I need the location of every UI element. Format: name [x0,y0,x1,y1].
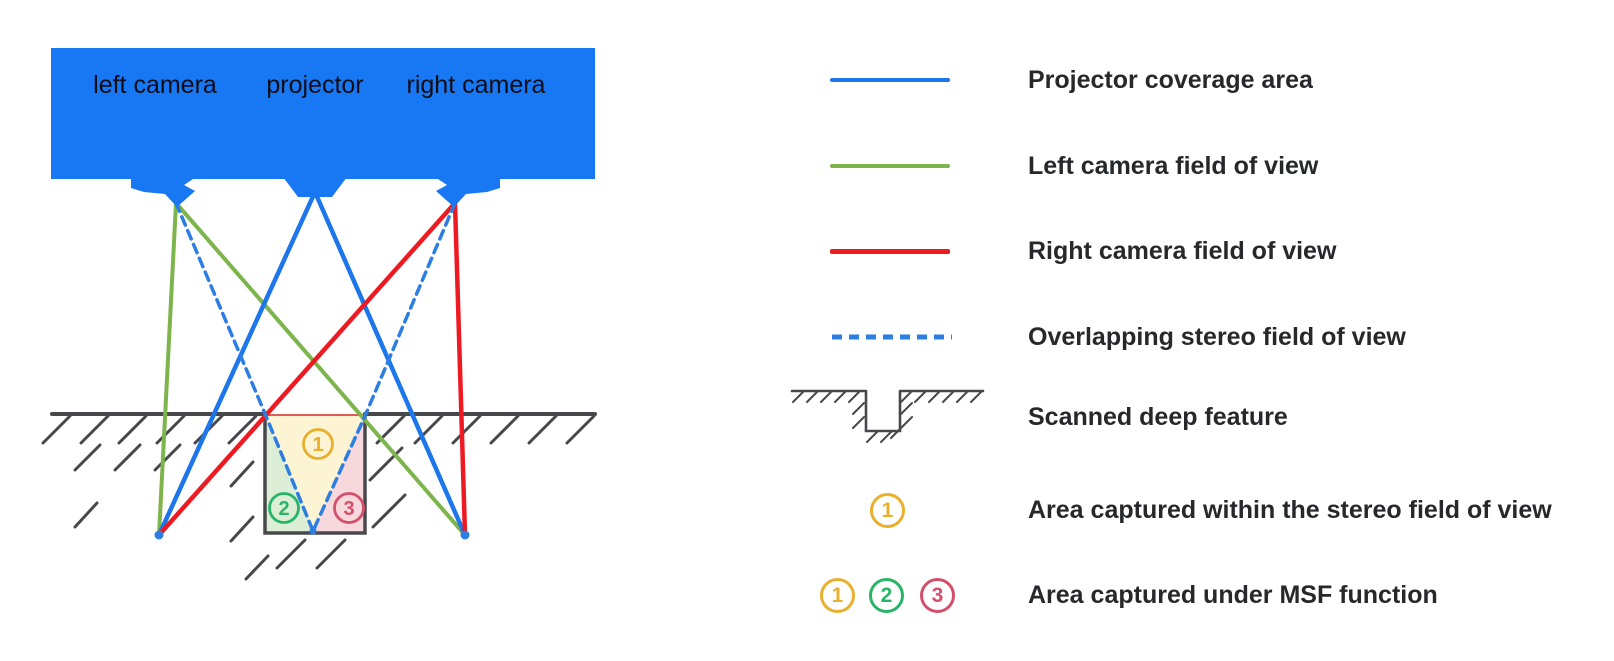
left-camera-label: left camera [93,71,217,99]
right-camera-ray-left [156,200,458,538]
legend-label: Left camera field of view [1028,152,1319,180]
legend-row-left-camera: Left camera field of view [780,144,1614,188]
msf-area2-circle-icon: 2 [869,578,904,613]
msf-area3-circle-icon: 3 [920,578,955,613]
legend-label: Area captured within the stereo field of… [1028,496,1552,524]
ground-hatching [41,414,596,581]
stereo-dashed-right [311,201,457,533]
right-camera-fov-rays [156,200,468,538]
legend: Projector coverage area Left camera fiel… [780,0,1614,661]
ray-endpoint-dots [154,527,470,540]
scanner-diagram: 1 2 3 left camera projector right camera [41,48,597,581]
projector-line-swatch-icon [830,78,950,82]
stereo-dashed-left [174,201,315,533]
area3-digit: 3 [343,498,354,520]
left-camera-fov-rays [157,201,467,537]
endpoint-dot-left [154,530,164,540]
legend-row-stereo-overlap: Overlapping stereo field of view [780,315,1614,359]
left-camera-ray-right [174,201,467,537]
right-camera-ray-right [452,200,468,538]
projector-ray-right [312,189,468,538]
left-camera-nozzle [131,177,196,207]
stereo-overlap-dashed-rays [174,201,457,533]
deep-feature-icon [790,389,985,443]
legend-label: Scanned deep feature [1028,403,1288,431]
area1-circle-icon: 1 [870,493,905,528]
projector-coverage-rays [156,189,468,538]
endpoint-dot-right [460,530,470,540]
legend-row-msf-area: 1 2 3 Area captured under MSF function [780,573,1614,617]
projector-ray-left [156,189,318,538]
area2-marker: 2 [268,492,300,524]
projector-label: projector [266,71,363,99]
area1-marker: 1 [302,428,334,460]
area1-digit-legend: 1 [881,498,894,522]
endpoint-dot-bottom [309,527,317,535]
right-camera-nozzle [435,177,500,207]
scanner-device [51,48,595,207]
area2-digit: 2 [278,498,289,520]
area1-region [266,416,364,532]
legend-row-stereo-area: 1 Area captured within the stereo field … [780,488,1614,532]
right-camera-line-swatch-icon [830,249,950,254]
right-camera-label: right camera [407,71,546,99]
msf-area2-digit: 2 [880,583,893,607]
left-camera-ray-left [157,201,178,537]
legend-label: Area captured under MSF function [1028,581,1438,609]
legend-row-deep-feature: Scanned deep feature [780,389,1614,443]
device-body [51,48,595,179]
legend-label: Projector coverage area [1028,66,1313,94]
left-camera-line-swatch-icon [830,164,950,168]
msf-area1-digit: 1 [831,583,844,607]
area3-marker: 3 [333,492,365,524]
legend-row-right-camera: Right camera field of view [780,229,1614,273]
legend-label: Right camera field of view [1028,237,1337,265]
projector-nozzle [283,177,347,197]
msf-area1-circle-icon: 1 [820,578,855,613]
area1-digit: 1 [312,434,323,456]
stereo-dashed-swatch-icon [832,334,952,340]
msf-area3-digit: 3 [931,583,944,607]
legend-label: Overlapping stereo field of view [1028,323,1406,351]
legend-row-projector: Projector coverage area [780,58,1614,102]
